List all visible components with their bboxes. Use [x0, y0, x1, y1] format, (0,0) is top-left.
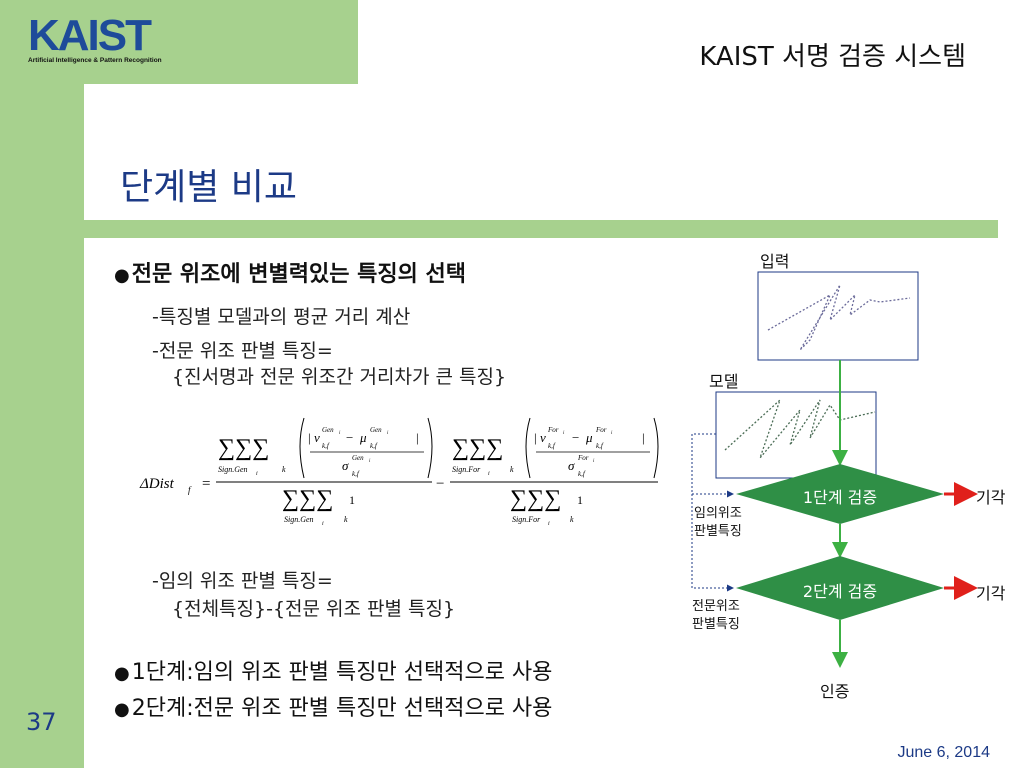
svg-text:k: k — [510, 465, 514, 474]
svg-text:Sign.For: Sign.For — [452, 465, 481, 474]
bullet-3-text: 2단계:전문 위조 판별 특징만 선택적으로 사용 — [131, 696, 553, 721]
formula-minus: − — [436, 476, 444, 492]
gen-sum-num: ∑∑∑ — [218, 435, 269, 461]
slide-title: 단계별 비교 — [120, 167, 298, 208]
gen-sigma: σ — [342, 458, 349, 473]
gen-v-sup: Gen — [322, 426, 334, 434]
bullet-2-text: 1단계:임의 위조 판별 특징만 선택적으로 사용 — [131, 660, 553, 685]
model-to-stage2-dotted — [691, 494, 734, 592]
bullet-dot: ● — [114, 699, 130, 720]
gen-sum-den: ∑∑∑ — [282, 486, 333, 512]
gen-sum-num-k: k — [282, 465, 286, 474]
svg-text:For: For — [547, 426, 559, 434]
sub-bullet-1: -특징별 모델과의 평균 거리 계산 — [152, 306, 411, 328]
page-number: 37 — [26, 708, 57, 736]
model-signature-stroke — [724, 399, 876, 459]
svg-text:|: | — [534, 430, 537, 445]
formula-lhs-sub: f — [188, 485, 192, 495]
svg-text:k,f: k,f — [322, 442, 330, 450]
svg-text:For: For — [577, 454, 589, 462]
svg-text:i: i — [611, 431, 613, 436]
stage2-diamond — [736, 556, 944, 620]
bullet-dot: ● — [114, 663, 130, 684]
gen-den-one: 1 — [349, 493, 355, 507]
svg-text:Sign.Gen: Sign.Gen — [284, 515, 314, 524]
top-green-band — [84, 0, 358, 84]
left-green-band — [0, 0, 84, 768]
bullet-2: ●1단계:임의 위조 판별 특징만 선택적으로 사용 — [114, 654, 552, 686]
delta-dist-formula: ΔDist f = ∑∑∑ Sign.Gen i k | v Gen i k,f… — [139, 417, 659, 527]
svg-text:k,f: k,f — [596, 442, 604, 450]
header-title: KAIST 서명 검증 시스템 — [699, 42, 966, 72]
input-label: 입력 — [760, 252, 790, 271]
gen-sum-num-idx-sub: i — [256, 471, 258, 477]
stage1-diamond — [736, 464, 944, 524]
feature2-label: 전문위조 판별특징 — [692, 599, 740, 632]
svg-text:Gen: Gen — [352, 454, 364, 462]
svg-text:k: k — [570, 515, 574, 524]
sub-bullet-3-line2: {전체특징}-{전문 위조 판별 특징} — [172, 598, 456, 620]
svg-text:|: | — [416, 430, 419, 445]
bullet-3: ●2단계:전문 위조 판별 특징만 선택적으로 사용 — [114, 690, 552, 722]
bullet-1-text: 전문 위조에 변별력있는 특징의 선택 — [131, 262, 466, 287]
formula-equals: = — [202, 476, 210, 492]
svg-text:For: For — [595, 426, 607, 434]
for-sigma: σ — [568, 458, 575, 473]
model-to-stage1-dotted — [691, 433, 734, 498]
sub-bullet-2-line2: {진서명과 전문 위조간 거리차가 큰 특징} — [172, 366, 507, 388]
bullet-1: ●전문 위조에 변별력있는 특징의 선택 — [114, 256, 466, 288]
feature1-label: 임의위조 판별특징 — [694, 506, 742, 539]
gen-v: v — [314, 430, 320, 445]
svg-text:i: i — [563, 431, 565, 436]
slide-date: June 6, 2014 — [897, 744, 990, 761]
svg-text:i: i — [548, 521, 550, 527]
stage2-label: 2단계 검증 — [802, 582, 878, 601]
svg-text:Gen: Gen — [370, 426, 382, 434]
stage2-reject-label: 기각 — [976, 584, 1006, 603]
verification-flow-diagram — [691, 271, 978, 668]
input-signature-stroke — [767, 284, 911, 351]
accept-label: 인증 — [820, 682, 850, 701]
svg-text:k,f: k,f — [548, 442, 556, 450]
svg-text:k: k — [344, 515, 348, 524]
model-signature-box — [715, 391, 877, 479]
formula-lhs: ΔDist — [139, 476, 175, 492]
model-label: 모델 — [709, 372, 739, 391]
svg-text:i: i — [488, 471, 490, 477]
svg-text:k,f: k,f — [370, 442, 378, 450]
sub-bullet-2-line1: -전문 위조 판별 특징= — [152, 340, 333, 362]
for-sum-den: ∑∑∑ — [510, 486, 561, 512]
svg-text:−: − — [572, 430, 579, 445]
for-v: v — [540, 430, 546, 445]
svg-text:i: i — [369, 459, 371, 464]
svg-text:k,f: k,f — [578, 470, 586, 478]
input-signature-box — [757, 271, 919, 361]
gen-sum-num-idx: Sign.Gen — [218, 465, 248, 474]
svg-text:i: i — [593, 459, 595, 464]
logo-subtitle: Artificial Intelligence & Pattern Recogn… — [28, 57, 162, 64]
gen-mu: μ — [359, 430, 367, 445]
kaist-logo: KAIST — [28, 11, 152, 60]
for-sum-num: ∑∑∑ — [452, 435, 503, 461]
sub-bullet-3-line1: -임의 위조 판별 특징= — [152, 570, 333, 592]
for-mu: μ — [585, 430, 593, 445]
stage1-label: 1단계 검증 — [802, 488, 878, 507]
title-divider — [84, 220, 998, 238]
bullet-dot: ● — [114, 265, 130, 286]
svg-text:i: i — [387, 431, 389, 436]
svg-text:−: − — [346, 430, 353, 445]
svg-text:Sign.For: Sign.For — [512, 515, 541, 524]
svg-text:k,f: k,f — [352, 470, 360, 478]
svg-text:|: | — [308, 430, 311, 445]
svg-text:i: i — [339, 431, 341, 436]
svg-text:i: i — [322, 521, 324, 527]
svg-text:|: | — [642, 430, 645, 445]
for-den-one: 1 — [577, 493, 583, 507]
stage1-reject-label: 기각 — [976, 488, 1006, 507]
svg-text:ΔDist: ΔDist — [139, 476, 175, 492]
